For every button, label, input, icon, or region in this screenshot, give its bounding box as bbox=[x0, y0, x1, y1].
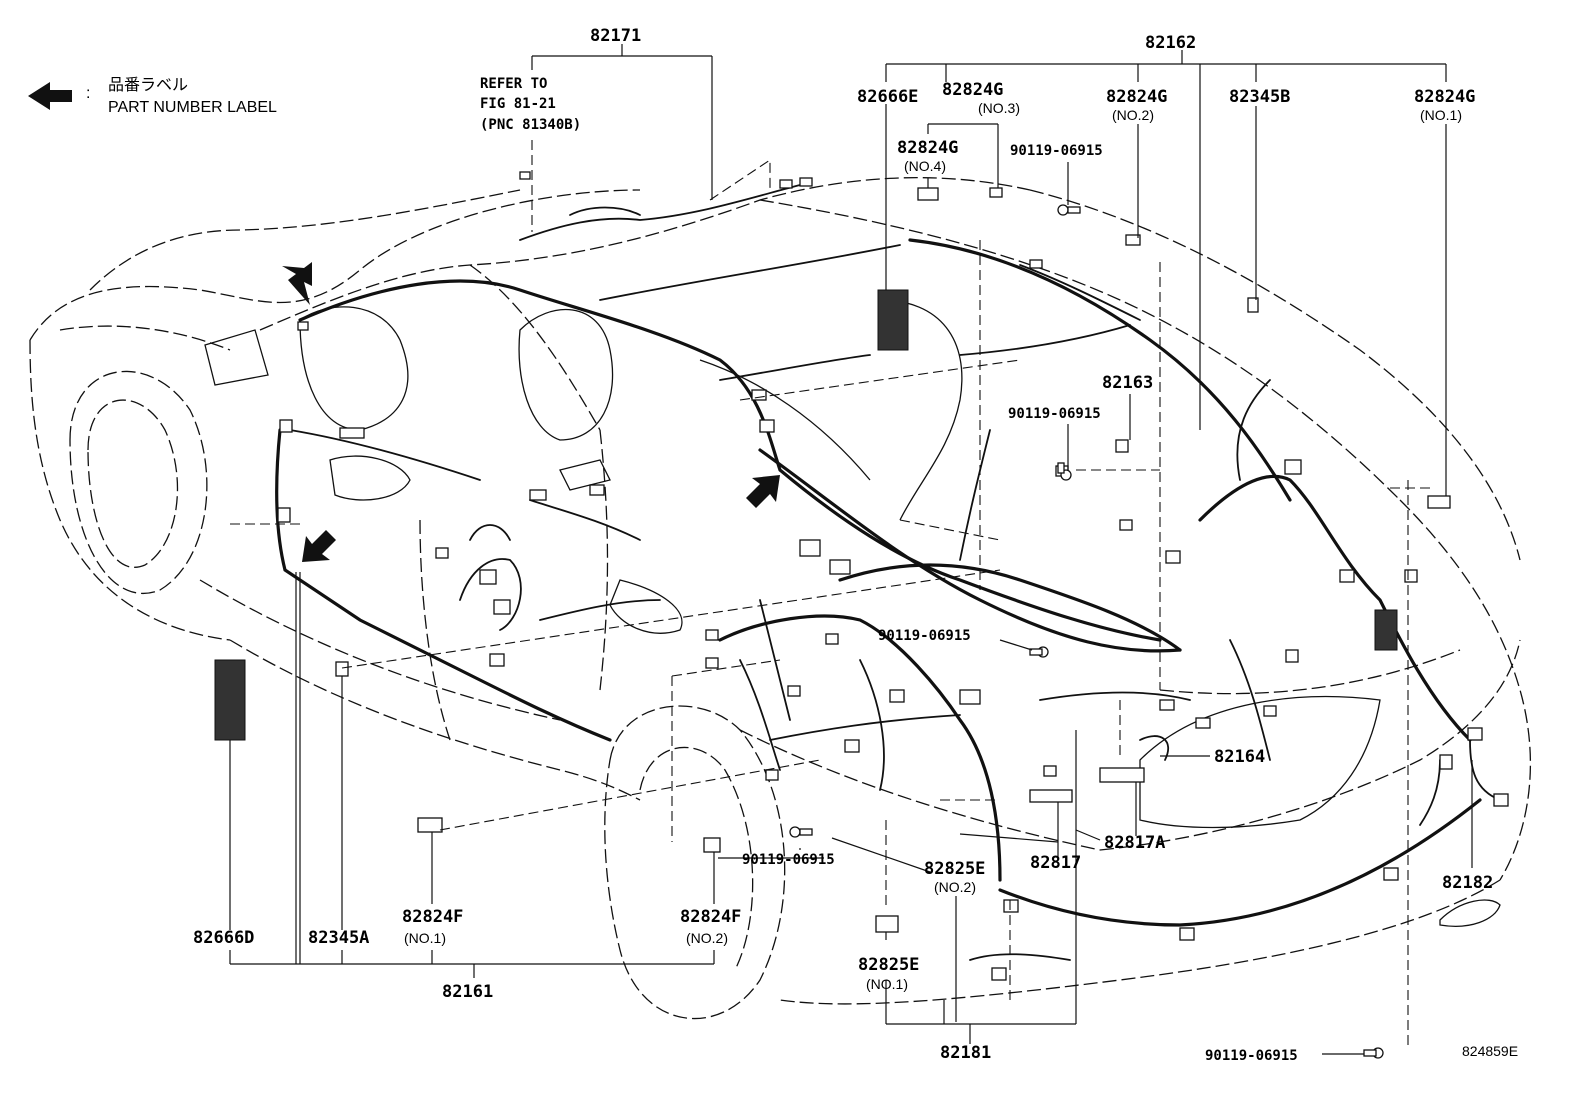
part-label-82824G-no1: 82824G bbox=[1414, 87, 1475, 107]
part-label-82345B: 82345B bbox=[1229, 87, 1290, 107]
bolt-label-1: 90119-06915 bbox=[1010, 143, 1103, 159]
part-label-82825E-no1: 82825E bbox=[858, 955, 919, 975]
part-label-82666D: 82666D bbox=[193, 928, 254, 948]
part-label-82182: 82182 bbox=[1442, 873, 1493, 893]
part-sub-no4: (NO.4) bbox=[904, 158, 946, 174]
part-label-82162: 82162 bbox=[1145, 33, 1196, 53]
part-label-82817A: 82817A bbox=[1104, 833, 1165, 853]
car-body-outline bbox=[29, 177, 1532, 1020]
part-label-82345A: 82345A bbox=[308, 928, 369, 948]
bolt-icon bbox=[1057, 462, 1072, 481]
bolt-icon bbox=[1363, 1047, 1384, 1059]
part-label-82824F-no1: 82824F bbox=[402, 907, 463, 927]
part-label-arrow-icon bbox=[282, 262, 312, 305]
part-label-82817: 82817 bbox=[1030, 853, 1081, 873]
refer-note: REFER TO FIG 81-21 (PNC 81340B) bbox=[480, 76, 581, 133]
figure-id: 824859E bbox=[1462, 1043, 1518, 1059]
bolt-icon bbox=[1029, 646, 1049, 658]
bolt-label-5: 90119-06915 bbox=[1205, 1048, 1298, 1064]
part-label-82164: 82164 bbox=[1214, 747, 1265, 767]
part-label-82824G-no3: 82824G bbox=[942, 80, 1003, 100]
connectors bbox=[214, 171, 1509, 981]
part-sub-no3: (NO.3) bbox=[978, 100, 1020, 116]
legend-colon: : bbox=[86, 85, 90, 102]
part-label-82666E: 82666E bbox=[857, 87, 918, 107]
part-label-arrows bbox=[282, 262, 780, 562]
bolt-icon bbox=[789, 826, 813, 838]
refer-line-1: REFER TO bbox=[480, 76, 547, 92]
legend-japanese: 品番ラベル bbox=[108, 76, 188, 94]
bolt-label-4: 90119-06915 bbox=[742, 852, 835, 868]
part-label-arrow-icon bbox=[746, 475, 780, 508]
legend-english: PART NUMBER LABEL bbox=[108, 99, 277, 116]
bolt-icon bbox=[1057, 204, 1081, 216]
part-label-82825E-no2: 82825E bbox=[924, 859, 985, 879]
part-sub-no1-g: (NO.1) bbox=[1420, 107, 1462, 123]
bolt-label-2: 90119-06915 bbox=[1008, 406, 1101, 422]
part-sub-no2-f: (NO.2) bbox=[686, 930, 728, 946]
left-arrow-icon bbox=[28, 82, 72, 110]
part-label-82824G-no2: 82824G bbox=[1106, 87, 1167, 107]
bolt-label-3: 90119-06915 bbox=[878, 628, 971, 644]
leader-lines bbox=[229, 44, 1473, 1055]
part-label-82161: 82161 bbox=[442, 982, 493, 1002]
part-sub-no2-e: (NO.2) bbox=[934, 879, 976, 895]
part-label-82181: 82181 bbox=[940, 1043, 991, 1063]
part-labels: 82171 82162 82666E 82824G (NO.3) 82824G … bbox=[193, 26, 1518, 1064]
bolts bbox=[789, 204, 1384, 1059]
part-label-arrow-icon bbox=[302, 530, 336, 562]
part-sub-no2-g: (NO.2) bbox=[1112, 107, 1154, 123]
part-label-82171: 82171 bbox=[590, 26, 641, 46]
part-label-82824F-no2: 82824F bbox=[680, 907, 741, 927]
refer-line-2: FIG 81-21 bbox=[480, 96, 556, 112]
part-sub-no1-e: (NO.1) bbox=[866, 976, 908, 992]
part-label-82163: 82163 bbox=[1102, 373, 1153, 393]
legend: : 品番ラベル PART NUMBER LABEL bbox=[28, 76, 277, 116]
part-label-82824G-no4: 82824G bbox=[897, 138, 958, 158]
part-sub-no1-f: (NO.1) bbox=[404, 930, 446, 946]
refer-line-3: (PNC 81340B) bbox=[480, 117, 581, 133]
